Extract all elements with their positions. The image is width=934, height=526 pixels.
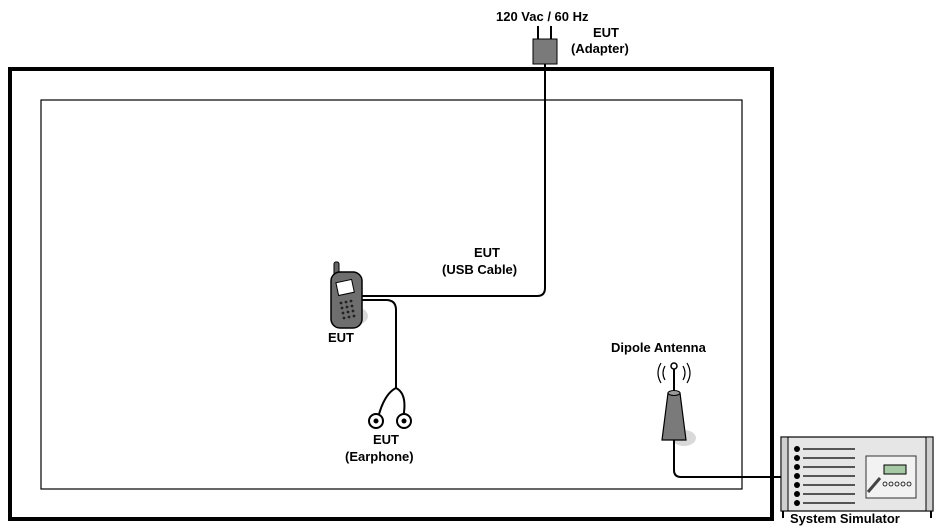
adapter-label-line2: (Adapter) bbox=[571, 41, 629, 56]
rf-cable-line bbox=[673, 440, 790, 478]
earphone-cable-line bbox=[362, 299, 406, 419]
dipole-antenna-label: Dipole Antenna bbox=[611, 340, 706, 355]
earphone-label-line1: EUT bbox=[373, 432, 399, 447]
chamber-outer-boundary bbox=[8, 67, 774, 521]
usb-cable-label-line1: EUT bbox=[474, 245, 500, 260]
earphone-icon bbox=[368, 413, 412, 429]
adapter-label-line1: EUT bbox=[593, 25, 619, 40]
system-simulator-icon bbox=[780, 436, 934, 518]
adapter-icon bbox=[532, 26, 558, 65]
system-simulator-label: System Simulator bbox=[790, 511, 900, 526]
earphone-label-line2: (Earphone) bbox=[345, 449, 414, 464]
power-supply-label: 120 Vac / 60 Hz bbox=[496, 9, 589, 24]
dipole-antenna-icon bbox=[657, 362, 696, 446]
usb-cable-label-line2: (USB Cable) bbox=[442, 262, 518, 277]
phone-icon bbox=[330, 261, 368, 329]
usb-cable-line bbox=[362, 64, 546, 297]
table-inner-boundary bbox=[40, 99, 743, 490]
phone-label: EUT bbox=[328, 330, 354, 345]
